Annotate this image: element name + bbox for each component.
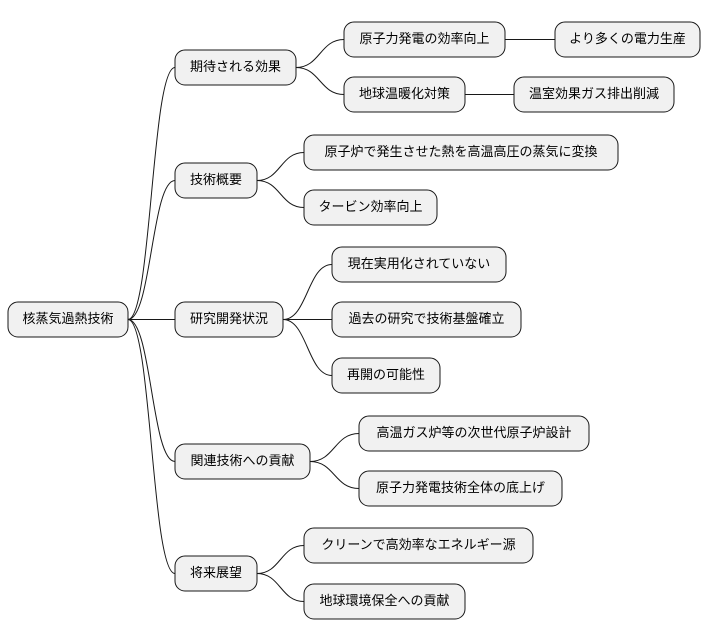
leaf-node-label: 地球環境保全への貢献 xyxy=(319,593,449,609)
leaf-node-label: 現在実用化されていない xyxy=(348,256,491,272)
connector-leaf-node-overall-improvement xyxy=(309,461,360,489)
branch-node-label: 研究開発状況 xyxy=(190,312,268,327)
leaf-node-label: 高温ガス炉等の次世代原子炉設計 xyxy=(376,425,571,441)
branch-node-related-tech: 関連技術への貢献 xyxy=(174,443,311,480)
branch-node-tech-overview: 技術概要 xyxy=(174,162,258,199)
leaf-node-label: 温室効果ガス排出削減 xyxy=(529,86,659,102)
leaf-node-restart: 再開の可能性 xyxy=(331,357,441,394)
leaf-node-ghg-reduction: 温室効果ガス排出削減 xyxy=(513,76,675,113)
leaf-node-more-power: より多くの電力生産 xyxy=(554,21,701,58)
branch-node-expected-effects: 期待される効果 xyxy=(174,49,297,86)
connector-leaf-node-environment xyxy=(256,573,305,602)
leaf-node-overall-improvement: 原子力発電技術全体の底上げ xyxy=(358,470,563,507)
connector-layer xyxy=(127,39,555,602)
node-layer: 核蒸気過熱技術 期待される効果 原子力発電の効率向上 より多くの電力生産 地球温… xyxy=(7,21,701,620)
leaf-node-turbine: タービン効率向上 xyxy=(303,189,438,226)
branch-node-rnd-status: 研究開発状況 xyxy=(174,301,284,338)
connector-branch-node-related-tech xyxy=(127,319,176,462)
leaf-node-heat-conversion: 原子炉で発生させた熱を高温高圧の蒸気に変換 xyxy=(303,134,619,171)
leaf-node-global-warming: 地球温暖化対策 xyxy=(343,76,466,113)
leaf-node-label: タービン効率向上 xyxy=(318,199,422,215)
leaf-node-clean-energy: クリーンで高効率なエネルギー源 xyxy=(303,527,534,564)
branch-node-label: 関連技術への貢献 xyxy=(190,454,294,469)
leaf-node-next-gen-reactor: 高温ガス炉等の次世代原子炉設計 xyxy=(358,415,590,452)
leaf-node-label: 原子力発電技術全体の底上げ xyxy=(376,480,545,496)
root-node: 核蒸気過熱技術 xyxy=(7,301,129,338)
connector-leaf-node-next-gen-reactor xyxy=(309,433,360,462)
connector-leaf-node-not-practical xyxy=(282,264,333,320)
connector-leaf-node-clean-energy xyxy=(256,545,305,574)
branch-node-label: 技術概要 xyxy=(190,173,242,188)
leaf-node-label: より多くの電力生産 xyxy=(569,31,686,47)
connector-branch-node-future-outlook xyxy=(127,319,176,574)
branch-node-future-outlook: 将来展望 xyxy=(174,555,258,592)
leaf-node-tech-base: 過去の研究で技術基盤確立 xyxy=(331,301,522,338)
leaf-node-label: 原子力発電の効率向上 xyxy=(359,31,489,47)
branch-node-label: 期待される効果 xyxy=(190,60,281,75)
connector-leaf-node-heat-conversion xyxy=(256,152,305,181)
leaf-node-efficiency: 原子力発電の効率向上 xyxy=(343,21,506,58)
leaf-node-label: クリーンで高効率なエネルギー源 xyxy=(321,537,515,553)
connector-branch-node-tech-overview xyxy=(127,180,176,320)
leaf-node-environment: 地球環境保全への貢献 xyxy=(303,583,466,620)
leaf-node-label: 原子炉で発生させた熱を高温高圧の蒸気に変換 xyxy=(324,144,597,160)
leaf-node-label: 地球温暖化対策 xyxy=(359,86,450,102)
root-node-label: 核蒸気過熱技術 xyxy=(22,311,113,327)
branch-node-label: 将来展望 xyxy=(190,565,242,581)
connector-leaf-node-restart xyxy=(282,319,333,376)
connector-branch-node-expected-effects xyxy=(127,67,176,320)
connector-leaf-node-global-warming xyxy=(295,67,345,95)
leaf-node-not-practical: 現在実用化されていない xyxy=(331,246,507,283)
connector-leaf-node-turbine xyxy=(256,180,305,208)
leaf-node-label: 再開の可能性 xyxy=(347,368,425,383)
connector-leaf-node-efficiency xyxy=(295,39,345,68)
leaf-node-label: 過去の研究で技術基盤確立 xyxy=(348,311,504,327)
